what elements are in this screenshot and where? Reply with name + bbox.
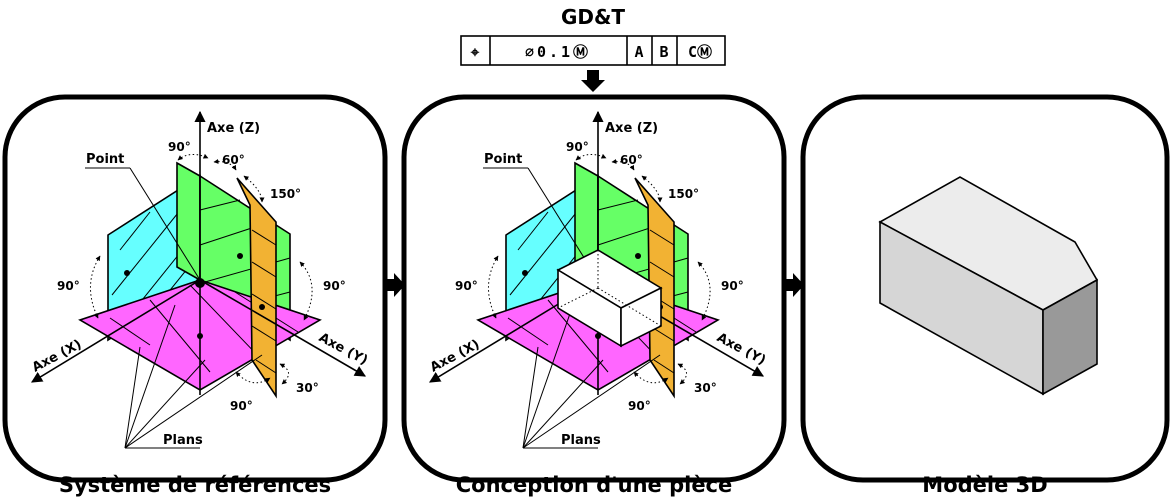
position-symbol-icon: ⌖ — [470, 43, 480, 61]
angle-top-label: 90° — [566, 140, 589, 154]
3d-model-shape — [878, 176, 1099, 396]
datum-c: CⓂ — [688, 43, 712, 61]
panel-reference-system: Axe (Z) Axe (X) Axe (Y) Point Plans 90° … — [2, 94, 388, 483]
panel-3d-model — [800, 94, 1170, 483]
angle-bottom-label: 90° — [230, 399, 253, 413]
panel-part-design: Axe (Z) Axe (X) Axe (Y) Point Plans 90° … — [401, 94, 787, 483]
angle-left-label: 90° — [57, 279, 80, 293]
axis-z-label: Axe (Z) — [605, 121, 658, 136]
feature-control-frame: ⌖ ⌀0.1Ⓜ A B CⓂ — [460, 35, 726, 66]
angle-60-label: 60° — [620, 153, 643, 167]
angle-right-label: 90° — [323, 279, 346, 293]
angle-left-label: 90° — [455, 279, 478, 293]
datum-a: A — [634, 43, 643, 61]
angle-right-label: 90° — [721, 279, 744, 293]
angle-150-label: 150° — [668, 187, 699, 201]
datum-b: B — [659, 43, 668, 61]
angle-30-label: 30° — [694, 381, 717, 395]
tolerance-value: ⌀0.1Ⓜ — [525, 43, 591, 61]
angle-30-label: 30° — [296, 381, 319, 395]
down-arrow-icon — [581, 70, 605, 92]
angle-top-label: 90° — [168, 140, 191, 154]
caption-reference-system: Système de références — [59, 473, 331, 497]
plans-label: Plans — [163, 433, 203, 448]
caption-part-design: Conception d'une pièce — [456, 473, 733, 497]
point-label: Point — [86, 152, 124, 167]
plans-label: Plans — [561, 433, 601, 448]
axis-z-label: Axe (Z) — [207, 121, 260, 136]
angle-150-label: 150° — [270, 187, 301, 201]
caption-3d-model: Modèle 3D — [922, 473, 1047, 497]
part-box — [556, 249, 663, 348]
point-label: Point — [484, 152, 522, 167]
angle-bottom-label: 90° — [628, 399, 651, 413]
angle-60-label: 60° — [222, 153, 245, 167]
gdt-title: GD&T — [561, 5, 625, 29]
right-arrow-icon — [385, 273, 405, 297]
right-arrow-icon — [784, 273, 804, 297]
